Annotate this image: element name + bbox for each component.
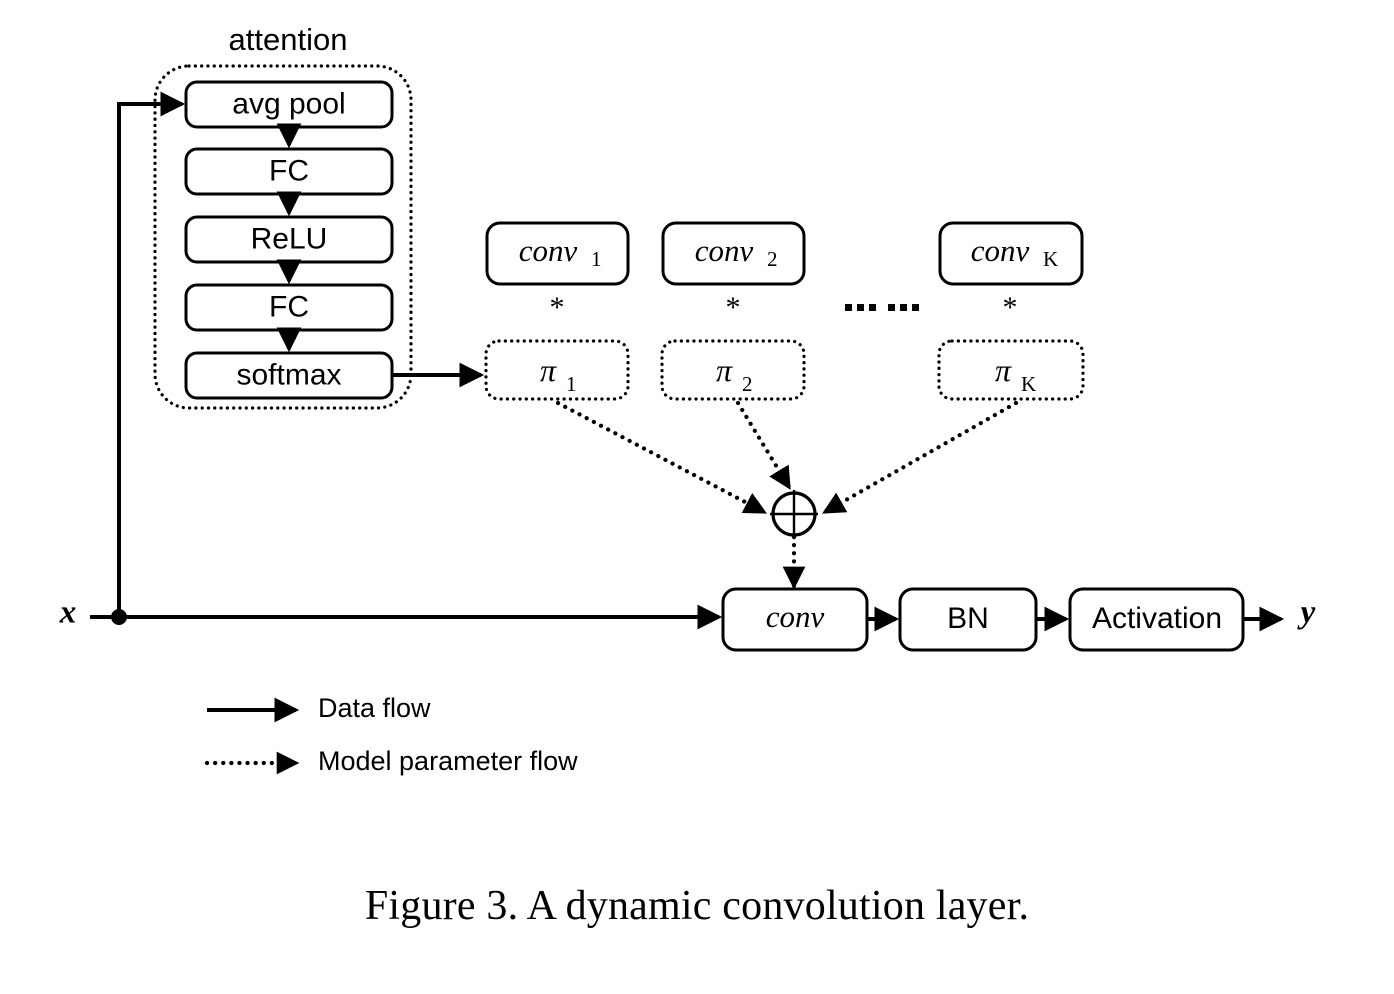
relu-label: ReLU [251,222,328,255]
multiply-symbol-2: * [726,291,741,324]
conv-block-label: conv [766,599,825,634]
conv-1-label: conv [519,233,578,268]
figure-caption: Figure 3. A dynamic convolution layer. [364,883,1030,929]
conv-k-box[interactable] [938,221,1084,286]
ellipsis-between-kernels [845,304,919,311]
attention-group-container [153,64,413,410]
pi-2-subscript: 2 [742,372,753,396]
activation-block-label: Activation [1092,602,1222,635]
circled-plus-icon [770,490,818,538]
conv-2-box[interactable] [661,221,806,286]
pi-k-box[interactable] [937,339,1085,401]
param-flow-pi2-to-sum [735,400,792,490]
conv-k-subscript: K [1043,247,1058,271]
param-flow-pik-to-sum [822,400,1019,515]
output-y-label: y [1297,595,1316,631]
fc-2-label: FC [269,290,309,323]
param-flow-pi1-to-sum [555,400,767,515]
softmax-label: softmax [236,358,341,391]
multiply-symbol-k: * [1003,291,1018,324]
legend-label-data-flow: Data flow [318,693,431,723]
pi-2-label: π [716,352,733,388]
bn-block-label: BN [947,602,989,635]
legend-label-model-parameter-flow: Model parameter flow [318,746,578,776]
input-x-label: x [59,595,77,631]
conv-2-label: conv [695,233,754,268]
conv-1-subscript: 1 [591,247,602,271]
attention-group-label: attention [229,22,348,57]
pi-1-label: π [540,352,557,388]
conv-2-subscript: 2 [767,247,778,271]
avg-pool-label: avg pool [232,87,345,120]
multiply-symbol-1: * [550,291,565,324]
conv-1-box[interactable] [485,221,630,286]
pi-1-subscript: 1 [566,372,577,396]
pi-k-label: π [995,352,1012,388]
conv-k-label: conv [971,233,1030,268]
pi-1-box[interactable] [484,339,630,401]
pi-k-subscript: K [1021,372,1036,396]
fc-1-label: FC [269,154,309,187]
pi-2-box[interactable] [660,339,806,401]
